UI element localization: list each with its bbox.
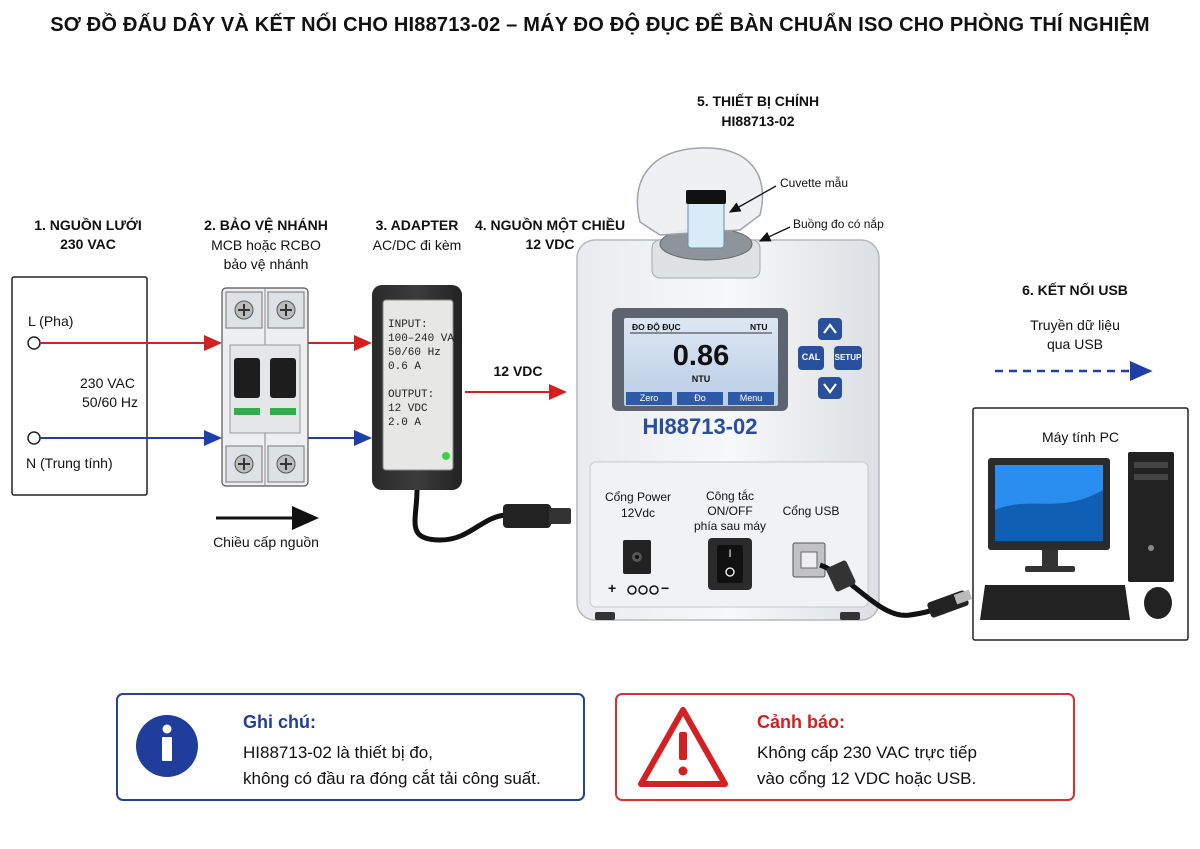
chamber-label: Buồng đo có nắp [793, 217, 884, 231]
pc-label: Máy tính PC [1041, 429, 1120, 445]
usb-sub2: qua USB [1046, 336, 1104, 352]
softkey-zero[interactable]: Zero [639, 393, 659, 403]
page-title: SƠ ĐỒ ĐẤU DÂY VÀ KẾT NỐI CHO HI88713-02 … [50, 14, 1150, 36]
dc-title: 4. NGUỒN MỘT CHIỀU [474, 217, 626, 233]
main-device: I [576, 147, 973, 621]
adapter-title: 3. ADAPTER [375, 217, 459, 233]
live-label: L (Pha) [28, 313, 74, 329]
device-model: HI88713-02 [642, 414, 758, 439]
warning-note-box [615, 693, 1075, 801]
lcd-reading-unit: NTU [691, 374, 711, 384]
switch-label: Công tắc ON/OFF phía sau máy [690, 489, 770, 534]
adapter-output-heading: OUTPUT: [388, 389, 435, 401]
mains-subtitle: 230 VAC [60, 236, 116, 252]
lcd-reading: 0.86 [672, 340, 730, 372]
mcb-breaker [221, 287, 309, 487]
adapter-input-frequency: 50/60 Hz [388, 347, 441, 359]
neutral-terminal [27, 431, 41, 445]
mains-frequency: 50/60 Hz [82, 394, 139, 410]
device-title: 5. THIẾT BỊ CHÍNH [696, 93, 820, 109]
cal-button-label[interactable]: CAL [801, 352, 821, 362]
breaker-sub2: bảo vệ nhánh [223, 256, 309, 272]
pc-tower [1128, 452, 1174, 582]
adapter-input-voltage: 100–240 VAC [388, 333, 461, 345]
polarity-minus: − [661, 580, 670, 596]
svg-text:I: I [728, 548, 731, 560]
ac-dc-adapter [372, 285, 571, 543]
warning-note-title: Cảnh báo: [757, 712, 845, 732]
lcd-unit-top: NTU [750, 322, 768, 332]
adapter-output-voltage: 12 VDC [388, 403, 428, 415]
breaker-toggle-right [270, 358, 296, 398]
lcd-screen [624, 318, 778, 406]
info-note-line1: HI88713-02 là thiết bị đo, [243, 743, 433, 762]
adapter-led [442, 452, 450, 460]
pc-box [972, 407, 1189, 641]
breaker-toggle-left [234, 358, 260, 398]
warning-note-line2: vào cổng 12 VDC hoặc USB. [757, 769, 977, 788]
power-port-label-2: 12Vdc [620, 506, 656, 520]
usb-title: 6. KẾT NỐI USB [1022, 282, 1128, 298]
info-note-box [116, 693, 585, 801]
down-button [818, 377, 842, 399]
adapter-label-plate: INPUT: 100–240 VAC 50/60 Hz 0.6 A OUTPUT… [388, 318, 461, 430]
adapter-output-current: 2.0 A [388, 417, 422, 429]
cuvette-label: Cuvette mẫu [780, 176, 849, 190]
pc-mouse [1144, 587, 1172, 619]
power-flow-label: Chiều cấp nguồn [213, 534, 319, 550]
setup-button [834, 346, 862, 370]
lcd-title: ĐO ĐỘ ĐỤC [632, 322, 681, 332]
info-note-line2: không có đầu ra đóng cắt tải công suất. [243, 769, 541, 788]
switch-label-1: Công tắc [705, 489, 755, 503]
info-note-text: HI88713-02 là thiết bị đo, không có đầu … [243, 740, 541, 792]
info-note-title: Ghi chú: [243, 712, 316, 732]
up-button [818, 318, 842, 340]
live-terminal [27, 336, 41, 350]
warning-note-text: Không cấp 230 VAC trực tiếp vào cổng 12 … [757, 740, 977, 792]
adapter-cable [412, 489, 506, 543]
dc-wire-label: 12 VDC [493, 363, 543, 379]
softkey-measure[interactable]: Đo [694, 393, 706, 403]
usb-port-label: Cổng USB [782, 504, 840, 518]
switch-label-3: phía sau máy [693, 519, 767, 533]
switch-label-2: ON/OFF [707, 504, 753, 518]
mains-title: 1. NGUỒN LƯỚI [34, 217, 142, 233]
cuvette [687, 197, 725, 249]
breaker-title: 2. BẢO VỆ NHÁNH [204, 217, 328, 233]
adapter-input-heading: INPUT: [388, 319, 428, 331]
mains-voltage: 230 VAC [80, 375, 135, 391]
device-subtitle: HI88713-02 [721, 113, 795, 129]
dc-subtitle: 12 VDC [525, 236, 575, 252]
warning-note-line1: Không cấp 230 VAC trực tiếp [757, 743, 977, 762]
pc-keyboard [980, 585, 1130, 620]
cal-button [798, 346, 824, 370]
dc-plug [503, 504, 551, 528]
power-port-label-1: Cổng Power [604, 490, 672, 504]
softkey-menu[interactable]: Menu [739, 393, 763, 403]
adapter-input-current: 0.6 A [388, 361, 422, 373]
adapter-subtitle: AC/DC đi kèm [372, 237, 462, 253]
usb-sub1: Truyền dữ liệu [1030, 317, 1120, 333]
polarity-plus: + [608, 580, 617, 596]
setup-button-label[interactable]: SETUP [834, 353, 862, 362]
breaker-sub1: MCB hoặc RCBO [211, 237, 321, 253]
neutral-label: N (Trung tính) [26, 455, 113, 471]
power-port-label: Cổng Power 12Vdc [598, 489, 678, 521]
